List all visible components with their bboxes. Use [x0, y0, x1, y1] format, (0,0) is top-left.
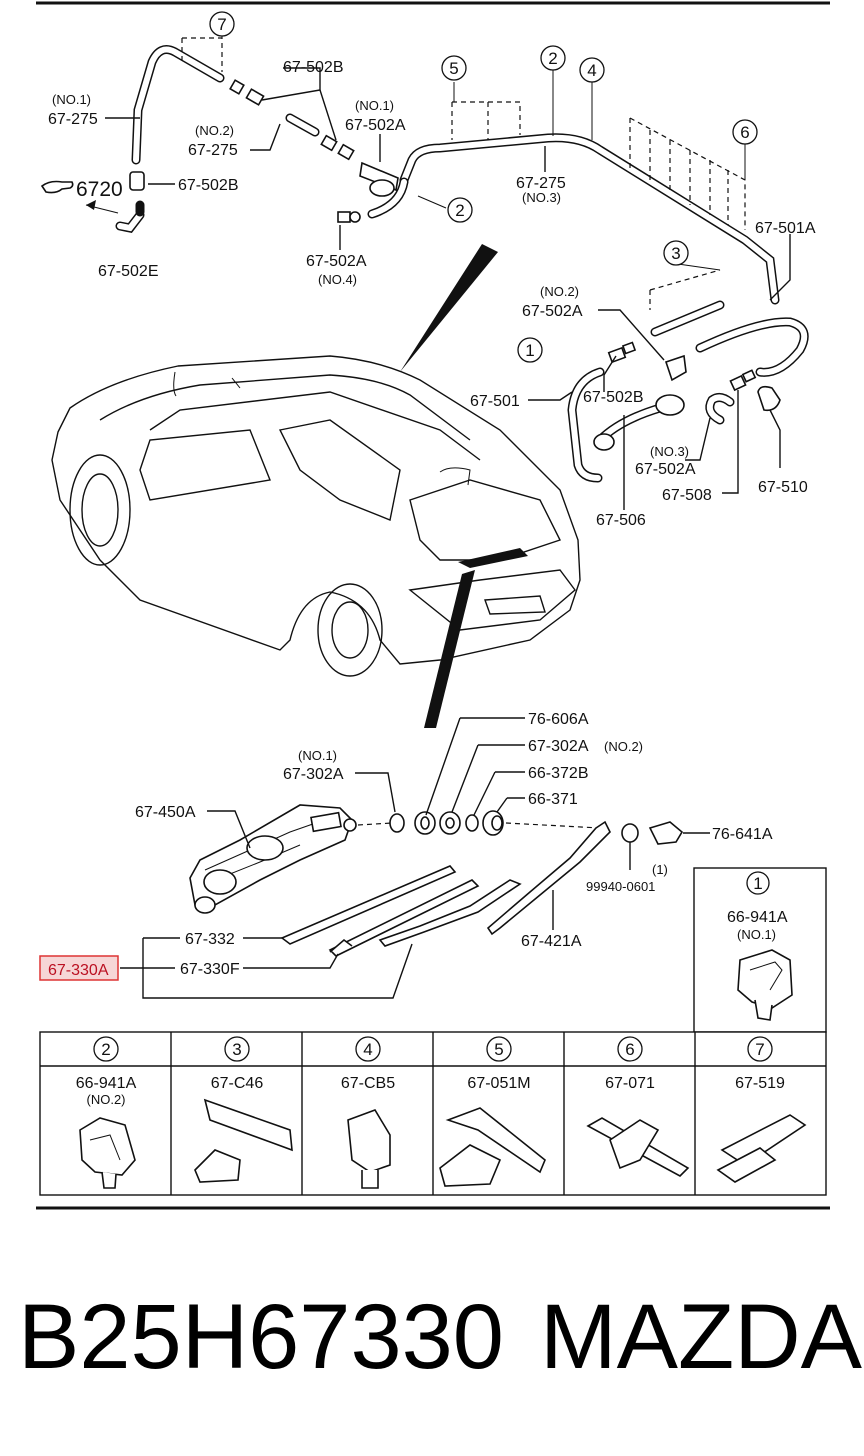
inset-part-label: 66-941A: [727, 909, 788, 926]
label-67-502A-no1: 67-502A: [345, 117, 406, 134]
label-67-502A-no2: 67-502A: [522, 303, 583, 320]
rear-wiper-motor: [189, 804, 393, 914]
table-part-67-051M: 67-051M: [467, 1075, 530, 1092]
label-67-275-no1: 67-275: [48, 111, 98, 128]
label-99940-qty: (1): [652, 862, 668, 877]
vehicle-outline: [51, 355, 581, 677]
wiper-pivot-parts: [389, 810, 601, 836]
label-66-371: 66-371: [528, 791, 578, 808]
callout-7: 7: [217, 15, 226, 34]
leader-lines-lower: [120, 717, 710, 999]
table-part-67-C46: 67-C46: [211, 1075, 264, 1092]
label-67-421A: 67-421A: [521, 933, 582, 950]
label-67-302A-no1: 67-302A: [283, 766, 344, 783]
callout-4: 4: [587, 61, 596, 80]
callout-5: 5: [449, 59, 458, 78]
label-76-606A: 76-606A: [528, 711, 589, 728]
label-67-502B-top: 67-502B: [283, 59, 344, 76]
table-num-5: 5: [494, 1040, 503, 1059]
callout-3: 3: [671, 244, 680, 263]
label-no1-67-302A-tag: (NO.1): [298, 748, 337, 763]
label-67-502A-no3: 67-502A: [635, 461, 696, 478]
label-67-502B-mid: 67-502B: [583, 389, 644, 406]
label-99940-0601: 99940-0601: [586, 879, 655, 894]
label-no2-67-302A-tag: (NO.2): [604, 739, 643, 754]
table-part-67-071: 67-071: [605, 1075, 655, 1092]
label-no2-67-502A-tag: (NO.2): [540, 284, 579, 299]
table-num-7: 7: [755, 1040, 764, 1059]
pointer-wedge-lower: [424, 570, 475, 728]
wiper-blade: [280, 865, 522, 957]
callout-1: 1: [525, 341, 534, 360]
label-no1-67-275-tag: (NO.1): [52, 92, 91, 107]
footer-brand: MAZDA: [540, 1286, 863, 1388]
label-67-302A-no2: 67-302A: [528, 738, 589, 755]
table-part-67-CB5: 67-CB5: [341, 1075, 395, 1092]
table-tag-no2: (NO.2): [87, 1092, 126, 1107]
callout-leaders-top: [181, 36, 746, 310]
label-67-332: 67-332: [185, 931, 235, 948]
callout-2-mid: 2: [455, 201, 464, 220]
table-part-66-941A: 66-941A: [76, 1075, 137, 1092]
table-num-3: 3: [232, 1040, 241, 1059]
label-67-508: 67-508: [662, 487, 712, 504]
footer-part-number: B25H67330: [18, 1286, 504, 1388]
table-num-2: 2: [101, 1040, 110, 1059]
pointer-wedge-upper: [400, 244, 498, 372]
label-67-501A: 67-501A: [755, 220, 816, 237]
table-num-6: 6: [625, 1040, 634, 1059]
label-67-502A-no4: 67-502A: [306, 253, 367, 270]
callout-6: 6: [740, 123, 749, 142]
inset-part-tag: (NO.1): [737, 927, 776, 942]
table-num-4: 4: [363, 1040, 372, 1059]
wiper-arm: [486, 820, 684, 936]
label-67-502B-left: 67-502B: [178, 177, 239, 194]
label-67-275-no3: 67-275: [516, 175, 566, 192]
label-no4-tag: (NO.4): [318, 272, 357, 287]
inset-callout-1: 1: [753, 874, 762, 893]
callout-circles: 7 5 2 4 6 2 3 1: [209, 11, 758, 363]
label-ref-6720: 6720: [76, 178, 123, 201]
label-no2-67-275-tag: (NO.2): [195, 123, 234, 138]
label-76-641A: 76-641A: [712, 826, 773, 843]
label-no3-67-502A-tag: (NO.3): [650, 444, 689, 459]
table-part-67-519: 67-519: [735, 1075, 785, 1092]
leader-lines-top: [105, 67, 791, 510]
clip-parts-table: [39, 1031, 827, 1196]
label-67-450A: 67-450A: [135, 804, 196, 821]
label-66-372B: 66-372B: [528, 765, 589, 782]
washer-hose-assembly: [40, 45, 809, 483]
part-labels: (NO.1) 67-275 67-502B (NO.2) 67-275 (NO.…: [48, 59, 816, 1107]
label-67-502E: 67-502E: [98, 263, 159, 280]
label-67-330A-highlighted: 67-330A: [48, 962, 109, 979]
label-67-275-no2: 67-275: [188, 142, 238, 159]
label-no3-tag: (NO.3): [522, 190, 561, 205]
label-67-506: 67-506: [596, 512, 646, 529]
callout-2-top: 2: [548, 49, 557, 68]
highlighted-part-box: [39, 955, 119, 981]
label-67-501: 67-501: [470, 393, 520, 410]
label-67-510: 67-510: [758, 479, 808, 496]
label-67-330F: 67-330F: [180, 961, 240, 978]
label-no1-67-502A-tag: (NO.1): [355, 98, 394, 113]
inset-clip-66-941A: [693, 867, 827, 1033]
